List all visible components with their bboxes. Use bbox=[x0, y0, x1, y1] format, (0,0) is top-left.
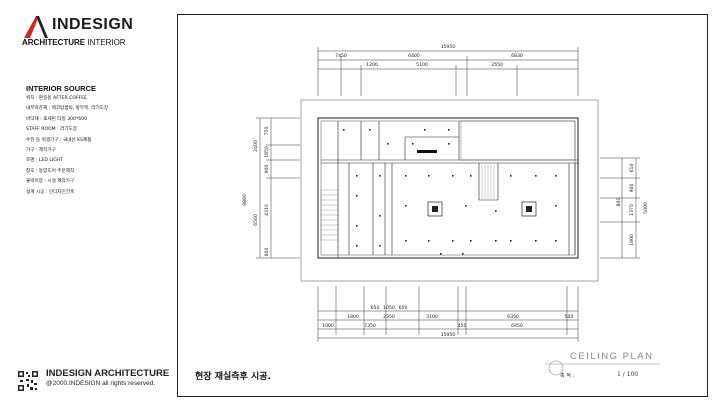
dim-bottom-4: 1800 bbox=[347, 314, 359, 320]
dim-left-2: 750 bbox=[264, 127, 270, 136]
dim-left-1: 2400 bbox=[253, 140, 259, 152]
source-item: STAFF ROOM : 라기도장 bbox=[26, 127, 78, 133]
ceiling-diffuser-icon bbox=[427, 201, 537, 217]
dim-right-6: 5000 bbox=[643, 202, 649, 214]
dim-bottom-1: 650 bbox=[371, 305, 380, 311]
drawing-title: CEILING PLAN bbox=[570, 351, 654, 362]
source-item: 수전 등 위생기구 : 국내산 KS제품 bbox=[26, 137, 92, 143]
logo-tagline-light: INTERIOR bbox=[87, 38, 126, 47]
dim-top-2: 6400 bbox=[408, 53, 420, 59]
drawing-sheet bbox=[177, 14, 708, 397]
dim-right-2: 900 bbox=[629, 184, 635, 193]
floor-plan-outline bbox=[300, 99, 599, 282]
logo-mark-icon bbox=[24, 16, 48, 38]
dim-bottom-7: 6350 bbox=[507, 314, 519, 320]
north-symbol bbox=[545, 360, 660, 376]
source-item: 내부마감재 : 에코탑셈틱, 방부목, 라기도장 bbox=[26, 106, 109, 112]
dim-bottom-5: 2350 bbox=[383, 314, 395, 320]
dim-left-6: 4310 bbox=[264, 204, 270, 216]
scale-value: 1 / 100 bbox=[617, 371, 639, 378]
dim-left-7: 6560 bbox=[253, 214, 259, 226]
dim-top-5: 5100 bbox=[416, 62, 428, 68]
dim-bottom-8: 500 bbox=[565, 314, 574, 320]
dim-left-4: 900 bbox=[264, 165, 270, 174]
logo-tagline: ARCHITECTURE INTERIOR bbox=[22, 38, 126, 47]
dim-right-4: 800 bbox=[616, 198, 622, 207]
ceiling-fixture-bar bbox=[417, 150, 437, 153]
dim-right-3: 1370 bbox=[629, 204, 635, 216]
dim-top-4: 1200 bbox=[366, 62, 378, 68]
source-title: INTERIOR SOURCE bbox=[26, 84, 97, 93]
footer-copyright: @2000.INDESIGN all rights reserved. bbox=[46, 380, 156, 387]
logo-wordmark: INDESIGN bbox=[52, 16, 134, 33]
dim-bottom-9: 1000 bbox=[322, 323, 334, 329]
dim-bottom-total: 15950 bbox=[441, 332, 456, 338]
footer-brand: INDESIGN ARCHITECTURE bbox=[46, 368, 170, 379]
dim-bottom-6: 3100 bbox=[426, 314, 438, 320]
dim-top-1: 7450 bbox=[335, 53, 347, 59]
source-item: 설계 시공 : 인디자인건축 bbox=[26, 189, 75, 195]
dim-left-3: 1850 bbox=[264, 146, 270, 158]
dim-right-5: 1800 bbox=[629, 234, 635, 246]
site-note: 현장 재실측후 시공. bbox=[195, 372, 271, 382]
source-list: 위치 : 판중동 AFTER COFFEE 내부마감재 : 에코탑셈틱, 방부목… bbox=[26, 94, 108, 198]
source-item: 조명 : LED LIGHT bbox=[26, 158, 64, 164]
dim-left-5: 9860 bbox=[242, 194, 248, 206]
dim-bottom-11: 450 bbox=[458, 323, 467, 329]
dim-bottom-3: 650 bbox=[399, 305, 408, 311]
dim-top-3: 6830 bbox=[511, 53, 523, 59]
dim-right-1: 610 bbox=[629, 164, 635, 173]
info-panel: INDESIGN ARCHITECTURE INTERIOR INTERIOR … bbox=[0, 0, 172, 404]
dim-bottom-10: 7350 bbox=[364, 323, 376, 329]
logo-tagline-bold: ARCHITECTURE bbox=[22, 38, 86, 47]
source-item: 창호 : 동양도어 주문제작 bbox=[26, 168, 75, 174]
dim-top-total: 15950 bbox=[441, 44, 456, 50]
dim-top-6: 2550 bbox=[491, 62, 503, 68]
source-item: 바닥재 : 포세린 타일 300*600 bbox=[26, 116, 88, 122]
company-logo: INDESIGN ARCHITECTURE INTERIOR bbox=[22, 14, 142, 52]
source-item: 위치 : 판중동 AFTER COFFEE bbox=[26, 96, 88, 101]
staircase bbox=[320, 189, 339, 241]
scale-label: 축 적 : bbox=[560, 373, 575, 379]
source-item: 가구 : 제작가구 bbox=[26, 147, 56, 153]
source-item: 물박이장 : 시설 제작가구 bbox=[26, 179, 75, 185]
wall-hatching bbox=[481, 165, 495, 199]
downlight-icons bbox=[343, 129, 557, 255]
dim-left-8: 600 bbox=[264, 248, 270, 257]
dim-bottom-12: 6950 bbox=[511, 323, 523, 329]
dim-bottom-2: 1050 bbox=[383, 305, 395, 311]
qr-code-icon[interactable] bbox=[17, 370, 39, 392]
